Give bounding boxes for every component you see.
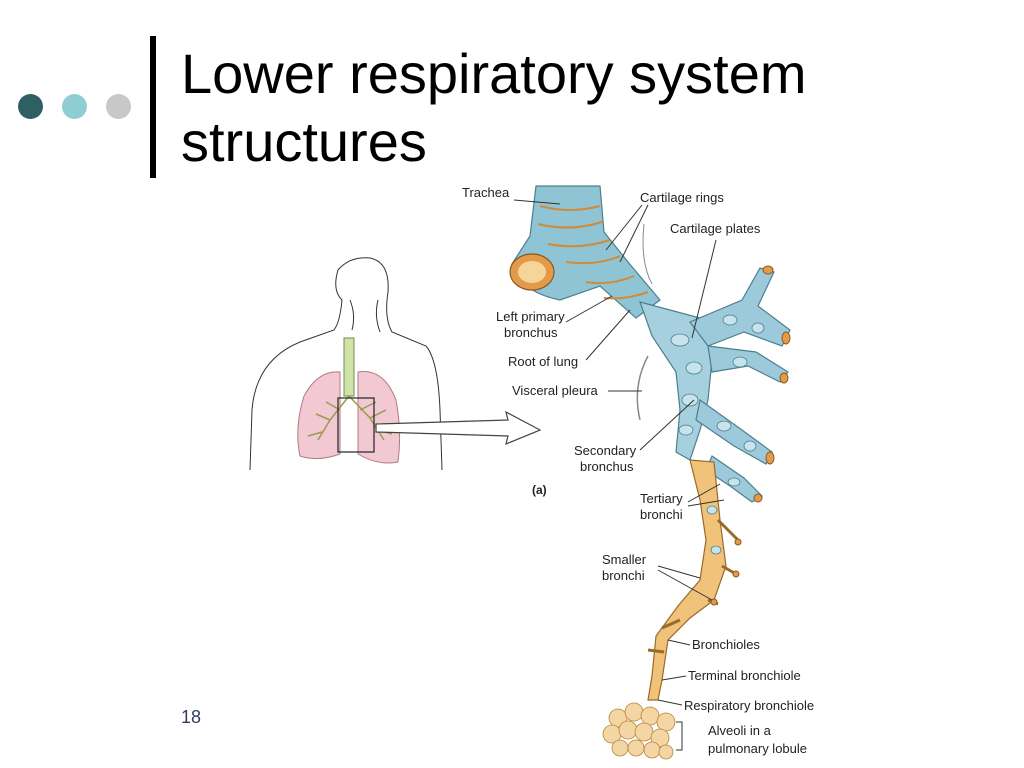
trachea-shape	[511, 185, 661, 319]
label-secondary-line2: bronchus	[580, 459, 634, 474]
label-bronchioles: Bronchioles	[692, 637, 760, 652]
label-left-primary-line1: Left primary	[496, 309, 565, 324]
zoom-arrow	[375, 410, 542, 446]
title-divider	[150, 36, 156, 178]
title-line-1: Lower respiratory system	[181, 42, 807, 105]
secondary-branch-shape	[695, 398, 773, 465]
neck-outline	[349, 299, 381, 333]
right-lung-thumb	[357, 371, 401, 464]
label-panel-a: (a)	[532, 483, 547, 497]
label-alveoli-line2: pulmonary lobule	[708, 741, 807, 756]
label-tertiary-line1: Tertiary	[640, 491, 683, 506]
upper-branch-2	[707, 345, 789, 383]
label-visceral-pleura: Visceral pleura	[512, 383, 599, 398]
pleura-outline-top	[642, 223, 653, 285]
trachea-lumen	[518, 261, 546, 283]
decorative-dots	[18, 94, 138, 120]
alveoli-cluster	[602, 702, 676, 760]
cartilage-plates-pattern	[670, 314, 765, 555]
bronchial-tree	[509, 185, 791, 760]
label-smaller-line1: Smaller	[602, 552, 647, 567]
title-line-2: structures	[181, 110, 427, 173]
upper-branch-shape	[689, 267, 791, 347]
slide-title: Lower respiratory system structures	[181, 40, 981, 176]
trachea-thumb	[343, 337, 355, 397]
label-left-primary-line2: bronchus	[504, 325, 558, 340]
leader-lines	[513, 199, 725, 751]
slide-number: 18	[181, 707, 202, 727]
diagram-labels: Trachea Cartilage rings Cartilage plates…	[462, 185, 814, 756]
dot-dark	[18, 94, 43, 119]
label-smaller-line2: bronchi	[602, 568, 645, 583]
label-terminal-bronchiole: Terminal bronchiole	[688, 668, 801, 683]
label-root-of-lung: Root of lung	[508, 354, 578, 369]
label-respiratory-bronchiole: Respiratory bronchiole	[684, 698, 814, 713]
label-cartilage-rings: Cartilage rings	[640, 190, 724, 205]
dot-gray	[106, 94, 131, 119]
label-cartilage-plates: Cartilage plates	[670, 221, 761, 236]
cartilage-ring-lines	[537, 205, 649, 300]
label-secondary-line1: Secondary	[574, 443, 637, 458]
label-trachea: Trachea	[462, 185, 510, 200]
torso-thumbnail	[249, 257, 542, 471]
dot-light	[62, 94, 87, 119]
label-tertiary-line2: bronchi	[640, 507, 683, 522]
label-alveoli-line1: Alveoli in a	[708, 723, 772, 738]
torso-outline	[249, 257, 443, 471]
branch-cut-ends	[710, 265, 791, 606]
visceral-pleura-line	[636, 355, 649, 421]
zoom-box	[337, 397, 375, 453]
